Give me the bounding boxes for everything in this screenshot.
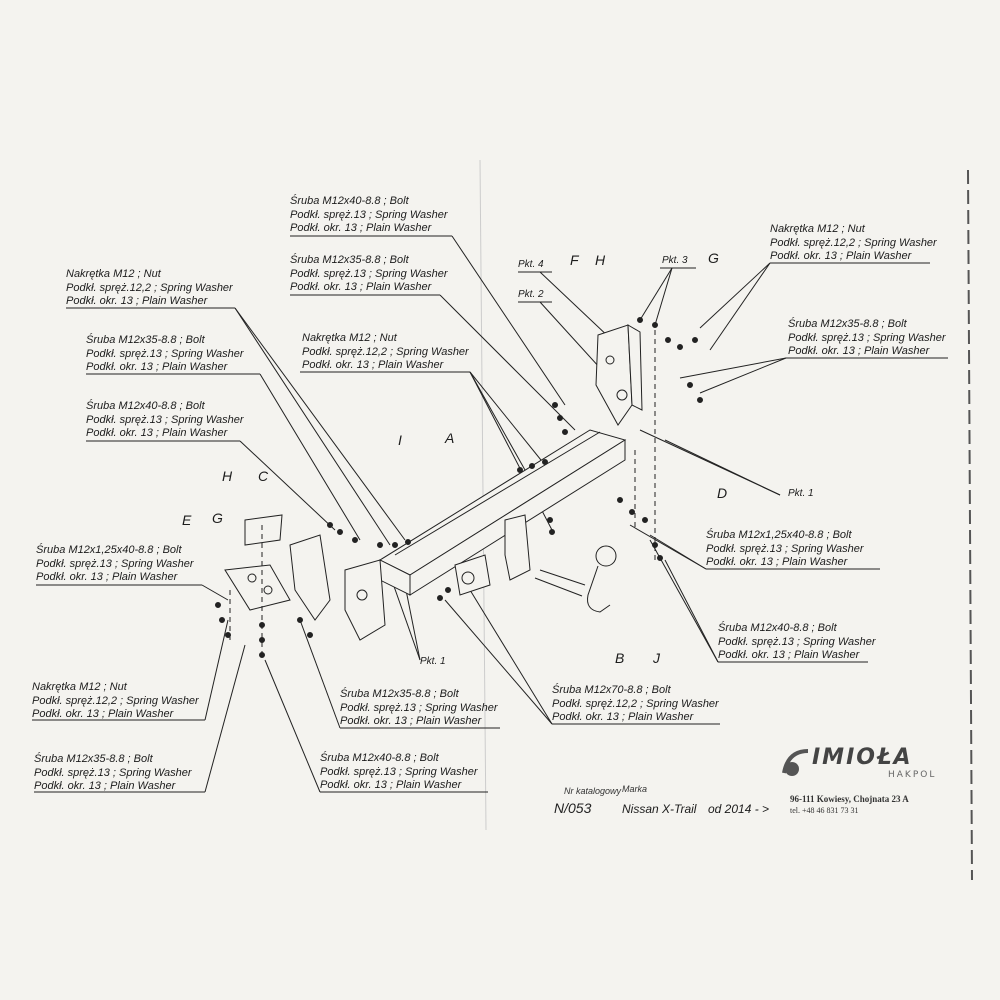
- marker-b: B: [615, 650, 625, 666]
- label-bolt-m12x40-top: Śruba M12x40-8.8 ; Bolt Podkł. spręż.13 …: [290, 195, 448, 236]
- label-line: Śruba M12x35-8.8 ; Bolt: [788, 318, 907, 330]
- label-line: Śruba M12x35-8.8 ; Bolt: [34, 753, 153, 765]
- label-line: Podkł. spręż.13 ; Spring Washer: [290, 208, 448, 221]
- label-line: Podkł. okr. 13 ; Plain Washer: [290, 281, 432, 293]
- pkt-2: Pkt. 2: [518, 289, 544, 300]
- pkt-1-left: Pkt. 1: [420, 656, 446, 667]
- label-bolt-m12x40-right: Śruba M12x40-8.8 ; Bolt Podkł. spręż.13 …: [718, 622, 876, 663]
- label-line: Podkł. okr. 13 ; Plain Washer: [34, 780, 176, 792]
- label-line: Podkł. okr. 13 ; Plain Washer: [66, 295, 208, 307]
- pkt-3: Pkt. 3: [662, 255, 688, 266]
- label-nut-top-right: Nakrętka M12 ; Nut Podkł. spręż.12,2 ; S…: [770, 223, 937, 264]
- label-line: Podkł. okr. 13 ; Plain Washer: [302, 359, 444, 371]
- label-line: Podkł. spręż.13 ; Spring Washer: [340, 701, 498, 714]
- label-line: Nakrętka M12 ; Nut: [66, 268, 161, 280]
- label-line: Śruba M12x40-8.8 ; Bolt: [320, 752, 439, 764]
- vehicle-model: Nissan X-Trail: [622, 802, 697, 816]
- label-nut-top-left: Nakrętka M12 ; Nut Podkł. spręż.12,2 ; S…: [66, 268, 233, 309]
- label-line: Podkł. spręż.13 ; Spring Washer: [706, 542, 864, 555]
- marker-h-left: H: [222, 468, 233, 484]
- label-nut-bottom-left: Nakrętka M12 ; Nut Podkł. spręż.12,2 ; S…: [32, 681, 199, 722]
- catalog-number-label: Nr katalogowy: [564, 786, 622, 796]
- label-line: Podkł. spręż.12,2 ; Spring Washer: [770, 236, 937, 249]
- marker-f: F: [570, 252, 579, 268]
- label-line: Podkł. spręż.12,2 ; Spring Washer: [66, 281, 233, 294]
- label-line: Podkł. spręż.13 ; Spring Washer: [36, 557, 194, 570]
- label-line: Podkł. spręż.13 ; Spring Washer: [788, 331, 946, 344]
- label-line: Podkł. okr. 13 ; Plain Washer: [36, 571, 178, 583]
- pkt-4: Pkt. 4: [518, 259, 544, 270]
- marker-j: J: [653, 650, 660, 666]
- label-line: Podkł. okr. 13 ; Plain Washer: [718, 649, 860, 661]
- label-line: Podkł. okr. 13 ; Plain Washer: [706, 556, 848, 568]
- label-line: Podkł. okr. 13 ; Plain Washer: [788, 345, 930, 357]
- marker-g-top: G: [708, 250, 719, 266]
- label-bolt-m12x35-bottom-mid: Śruba M12x35-8.8 ; Bolt Podkł. spręż.13 …: [340, 688, 498, 729]
- label-line: Podkł. spręż.13 ; Spring Washer: [320, 765, 478, 778]
- label-line: Nakrętka M12 ; Nut: [770, 223, 865, 235]
- marker-h-top: H: [595, 252, 606, 268]
- label-bolt-m12x35-bottom-left: Śruba M12x35-8.8 ; Bolt Podkł. spręż.13 …: [34, 753, 192, 794]
- label-bolt-m12x70: Śruba M12x70-8.8 ; Bolt Podkł. spręż.12,…: [552, 684, 719, 725]
- company-address: 96-111 Kowiesy, Chojnata 23 A: [790, 794, 909, 804]
- label-line: Podkł. spręż.12,2 ; Spring Washer: [32, 694, 199, 707]
- label-line: Podkł. spręż.13 ; Spring Washer: [86, 347, 244, 360]
- marker-i: I: [398, 432, 402, 448]
- catalog-number: N/053: [554, 800, 592, 816]
- label-line: Śruba M12x35-8.8 ; Bolt: [340, 688, 459, 700]
- marker-a: A: [445, 430, 455, 446]
- label-line: Podkł. spręż.13 ; Spring Washer: [34, 766, 192, 779]
- label-bolt-m12x35-top: Śruba M12x35-8.8 ; Bolt Podkł. spręż.13 …: [290, 254, 448, 295]
- label-nut-center: Nakrętka M12 ; Nut Podkł. spręż.12,2 ; S…: [302, 332, 469, 373]
- label-line: Podkł. spręż.12,2 ; Spring Washer: [302, 345, 469, 358]
- label-bolt-m12x40-bottom-mid: Śruba M12x40-8.8 ; Bolt Podkł. spręż.13 …: [320, 752, 478, 793]
- marker-g-left: G: [212, 510, 223, 526]
- label-line: Podkł. okr. 13 ; Plain Washer: [32, 708, 174, 720]
- vehicle-years: od 2014 - >: [708, 802, 770, 816]
- marker-c: C: [258, 468, 269, 484]
- label-bolt-m12x35-right: Śruba M12x35-8.8 ; Bolt Podkł. spręż.13 …: [788, 318, 946, 359]
- label-line: Podkł. okr. 13 ; Plain Washer: [340, 715, 482, 727]
- label-line: Śruba M12x35-8.8 ; Bolt: [86, 334, 205, 346]
- label-line: Podkł. okr. 13 ; Plain Washer: [320, 779, 462, 791]
- brand-sub: HAKPOL: [888, 770, 937, 780]
- label-line: Podkł. spręż.13 ; Spring Washer: [86, 413, 244, 426]
- brand-name: IMIOŁA: [812, 745, 913, 770]
- label-line: Podkł. okr. 13 ; Plain Washer: [86, 427, 228, 439]
- label-line: Podkł. spręż.12,2 ; Spring Washer: [552, 697, 719, 710]
- label-bolt-m12x40-left: Śruba M12x40-8.8 ; Bolt Podkł. spręż.13 …: [86, 400, 244, 441]
- brand-logo-icon: [782, 749, 809, 776]
- label-line: Nakrętka M12 ; Nut: [302, 332, 397, 344]
- make-label: Marka: [622, 784, 648, 794]
- label-line: Śruba M12x40-8.8 ; Bolt: [86, 400, 205, 412]
- label-line: Śruba M12x70-8.8 ; Bolt: [552, 684, 671, 696]
- label-line: Śruba M12x35-8.8 ; Bolt: [290, 254, 409, 266]
- label-bolt-m12x125x40-right: Śruba M12x1,25x40-8.8 ; Bolt Podkł. sprę…: [706, 529, 864, 570]
- label-line: Śruba M12x1,25x40-8.8 ; Bolt: [36, 544, 182, 556]
- label-line: Śruba M12x1,25x40-8.8 ; Bolt: [706, 529, 852, 541]
- marker-e: E: [182, 512, 192, 528]
- company-phone: tel. +48 46 831 73 31: [790, 806, 859, 815]
- label-line: Podkł. spręż.13 ; Spring Washer: [290, 267, 448, 280]
- label-bolt-m12x35-left: Śruba M12x35-8.8 ; Bolt Podkł. spręż.13 …: [86, 334, 244, 375]
- label-line: Śruba M12x40-8.8 ; Bolt: [718, 622, 837, 634]
- label-line: Podkł. okr. 13 ; Plain Washer: [770, 250, 912, 262]
- label-bolt-m12x125x40-left: Śruba M12x1,25x40-8.8 ; Bolt Podkł. sprę…: [36, 544, 194, 585]
- pkt-1-right: Pkt. 1: [788, 488, 814, 499]
- label-line: Śruba M12x40-8.8 ; Bolt: [290, 195, 409, 207]
- marker-d: D: [717, 485, 728, 501]
- label-line: Podkł. okr. 13 ; Plain Washer: [86, 361, 228, 373]
- label-line: Podkł. okr. 13 ; Plain Washer: [290, 222, 432, 234]
- label-line: Podkł. okr. 13 ; Plain Washer: [552, 711, 694, 723]
- label-line: Nakrętka M12 ; Nut: [32, 681, 127, 693]
- label-line: Podkł. spręż.13 ; Spring Washer: [718, 635, 876, 648]
